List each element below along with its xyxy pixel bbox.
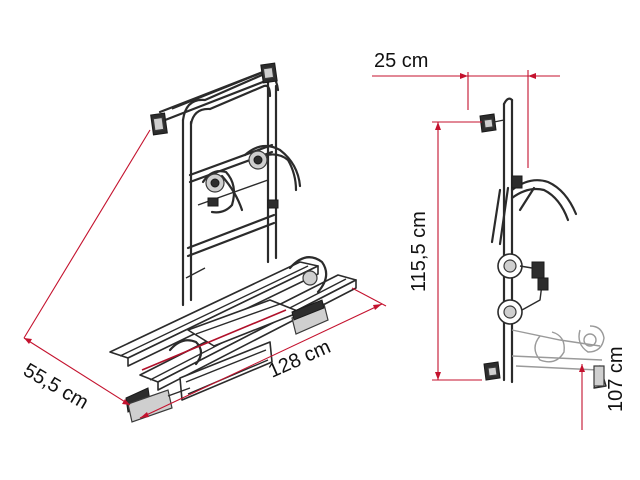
dimension-line-depth	[23, 337, 131, 406]
depth-platform-label: 55,5 cm	[20, 359, 93, 414]
height-total-label: 115,5 cm	[408, 211, 430, 292]
height-platform-label: 107 cm	[605, 346, 627, 412]
perspective-dimension-lines	[23, 129, 387, 419]
extension-line-upper	[23, 129, 151, 339]
side-view-dimension-lines	[372, 70, 585, 430]
platform-rails	[109, 256, 357, 391]
bike-carrier-side-view	[479, 97, 607, 389]
depth-top-label: 25 cm	[374, 50, 428, 72]
licence-plate-holder	[125, 299, 329, 423]
extension-line-right	[351, 287, 387, 307]
upper-frame	[150, 62, 280, 307]
bike-holding-arms	[185, 144, 302, 279]
dimension-line-width	[139, 303, 383, 419]
bike-carrier-perspective-view	[109, 62, 357, 423]
